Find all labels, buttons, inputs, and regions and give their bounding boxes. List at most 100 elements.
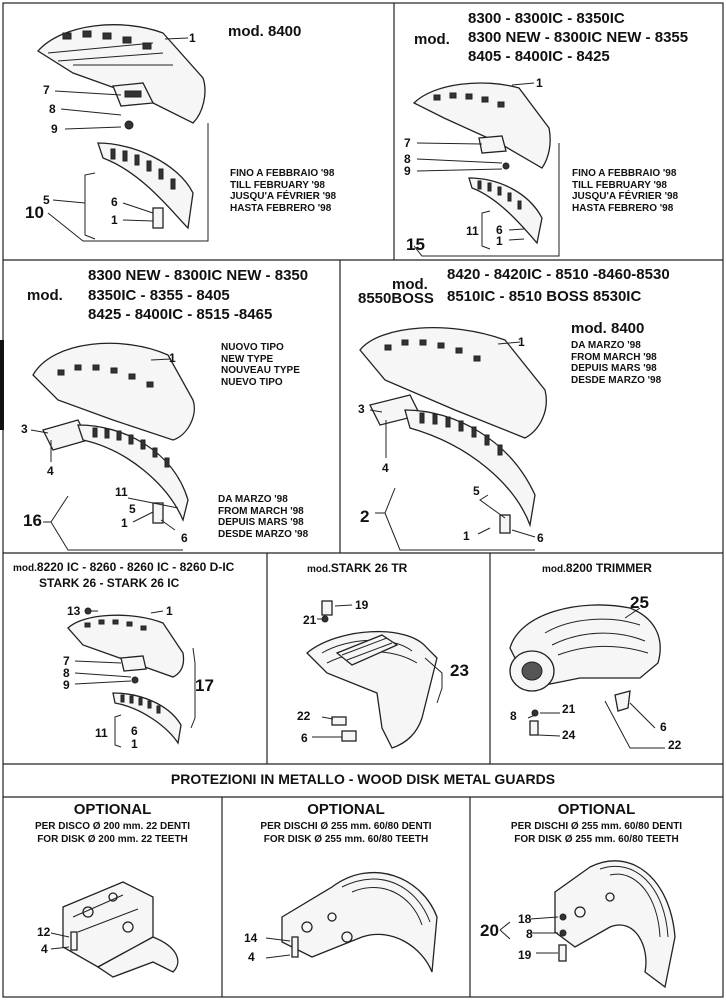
callout-1b: 1 — [121, 516, 128, 530]
callout-3: 3 — [21, 422, 28, 436]
metal-guard-drawing-255-b — [499, 860, 676, 989]
callout-8: 8 — [63, 666, 70, 680]
callout-16: 16 — [23, 511, 42, 530]
callout-1: 1 — [518, 335, 525, 349]
callout-17: 17 — [195, 676, 214, 695]
optional-title: OPTIONAL — [307, 801, 385, 818]
callout-6: 6 — [181, 531, 188, 545]
optional-line1: PER DISCHI Ø 255 mm. 60/80 DENTI — [510, 821, 683, 832]
callout-24: 24 — [562, 728, 576, 742]
mod-prefix: mod. — [27, 287, 63, 304]
callout-9: 9 — [51, 122, 58, 136]
guard-drawing-stark-26-tr — [306, 600, 443, 749]
cell-new-type-8300: mod. 8300 NEW - 8300IC NEW - 8350 8350IC… — [3, 260, 340, 553]
callout-19: 19 — [355, 598, 369, 612]
callout-11: 11 — [115, 485, 128, 499]
guard-drawing-8200-trimmer — [509, 604, 665, 749]
callout-13: 13 — [67, 604, 81, 618]
callout-1b: 1 — [496, 234, 503, 248]
mod-list: 8300 - 8300IC - 8350IC 8300 NEW - 8300IC… — [468, 10, 689, 66]
callout-12: 12 — [37, 925, 51, 939]
metal-guard-drawing-200 — [50, 881, 179, 978]
guard-drawing-8220 — [67, 607, 196, 748]
callout-5: 5 — [473, 484, 480, 498]
date-notes: DA MARZO '98 FROM MARCH '98 DEPUIS MARS … — [571, 340, 662, 386]
guard-drawing-old-8300 — [412, 82, 560, 257]
callout-7: 7 — [63, 654, 70, 668]
metal-guard-drawing-255-a — [265, 871, 438, 973]
mod-title: mod.8200 TRIMMER — [542, 561, 652, 575]
date-notes: DA MARZO '98 FROM MARCH '98 DEPUIS MARS … — [218, 494, 309, 540]
cell-mod-8400-old: mod. 8400 1 7 8 9 5 6 1 10 FINO A FEBBRA… — [3, 3, 394, 260]
mod-label: mod. 8400 — [228, 23, 302, 40]
callout-8: 8 — [404, 152, 411, 166]
callout-1: 1 — [169, 351, 176, 365]
mod-prefix: mod. — [392, 276, 428, 293]
optional-line2: FOR DISK Ø 255 mm. 60/80 TEETH — [514, 834, 679, 845]
callout-1: 1 — [166, 604, 173, 618]
callout-21: 21 — [562, 702, 576, 716]
callout-20: 20 — [480, 921, 499, 940]
optional-metal-guard-200: OPTIONAL PER DISCO Ø 200 mm. 22 DENTI FO… — [3, 797, 222, 997]
callout-8: 8 — [49, 102, 56, 116]
callout-4: 4 — [41, 942, 48, 956]
mod-title: mod.STARK 26 TR — [307, 561, 408, 575]
type-notes: NUOVO TIPO NEW TYPE NOUVEAU TYPE NUEVO T… — [221, 342, 300, 388]
callout-23: 23 — [450, 661, 469, 680]
guard-drawing-old-8400 — [37, 24, 209, 242]
callout-11: 11 — [95, 726, 108, 740]
callout-8: 8 — [510, 709, 517, 723]
callout-25: 25 — [630, 593, 649, 612]
callout-6: 6 — [660, 720, 667, 734]
callout-8: 8 — [526, 927, 533, 941]
callout-3: 3 — [358, 402, 365, 416]
optional-metal-guard-255-a: OPTIONAL PER DISCHI Ø 255 mm. 60/80 DENT… — [222, 797, 470, 997]
mod-line1: mod.8220 IC - 8260 - 8260 IC - 8260 D-IC — [13, 560, 235, 574]
optional-line2: FOR DISK Ø 200 mm. 22 TEETH — [37, 834, 188, 845]
callout-1b: 1 — [131, 737, 138, 751]
mod-label: mod. 8400 — [571, 320, 645, 337]
cell-mod-8300-old: mod. 8300 - 8300IC - 8350IC 8300 NEW - 8… — [394, 3, 723, 260]
callout-7: 7 — [43, 83, 50, 97]
callout-6: 6 — [537, 531, 544, 545]
callout-9: 9 — [404, 164, 411, 178]
callout-6: 6 — [131, 724, 138, 738]
optional-title: OPTIONAL — [73, 801, 152, 818]
mod-line2: STARK 26 - STARK 26 IC — [39, 576, 180, 590]
mod-line2b: 8510IC - 8510 BOSS 8530IC — [447, 288, 642, 305]
callout-14: 14 — [244, 931, 258, 945]
callout-15: 15 — [406, 235, 425, 254]
callout-10: 10 — [25, 203, 44, 222]
callout-5: 5 — [129, 502, 136, 516]
callout-1: 1 — [189, 31, 196, 45]
cell-stark-26-tr: mod.STARK 26 TR 19 21 23 22 6 — [267, 553, 490, 764]
callout-6: 6 — [111, 195, 118, 209]
cell-mod-8200-trimmer: mod.8200 TRIMMER 25 21 8 24 6 22 — [490, 553, 723, 764]
callout-6: 6 — [496, 223, 503, 237]
callout-21: 21 — [303, 613, 317, 627]
optional-line1: PER DISCO Ø 200 mm. 22 DENTI — [34, 821, 191, 832]
mod-line2a: 8550BOSS — [358, 290, 434, 307]
callout-5: 5 — [43, 193, 50, 207]
mod-list: 8300 NEW - 8300IC NEW - 8350 8350IC - 83… — [88, 267, 309, 323]
callout-9: 9 — [63, 678, 70, 692]
guard-drawing-new-8300 — [30, 342, 195, 551]
mod-line1: 8420 - 8420IC - 8510 -8460-8530 — [447, 266, 670, 283]
guard-drawing-8420 — [359, 327, 547, 551]
callout-19: 19 — [518, 948, 532, 962]
date-notes: FINO A FEBBRAIO '98 TILL FEBRUARY '98 JU… — [230, 168, 337, 214]
callout-22: 22 — [668, 738, 682, 752]
callout-22: 22 — [297, 709, 311, 723]
callout-1b: 1 — [463, 529, 470, 543]
date-notes: FINO A FEBBRAIO '98 TILL FEBRUARY '98 JU… — [572, 168, 679, 214]
callout-4: 4 — [382, 461, 389, 475]
callout-6: 6 — [301, 731, 308, 745]
callout-7: 7 — [404, 136, 411, 150]
callout-4: 4 — [47, 464, 54, 478]
section-title: PROTEZIONI IN METALLO - WOOD DISK METAL … — [170, 771, 556, 787]
optional-metal-guard-255-b: OPTIONAL PER DISCHI Ø 255 mm. 60/80 DENT… — [470, 797, 723, 997]
optional-line2: FOR DISK Ø 255 mm. 60/80 TEETH — [263, 834, 429, 845]
callout-11: 11 — [466, 224, 479, 238]
optional-title: OPTIONAL — [557, 801, 636, 818]
